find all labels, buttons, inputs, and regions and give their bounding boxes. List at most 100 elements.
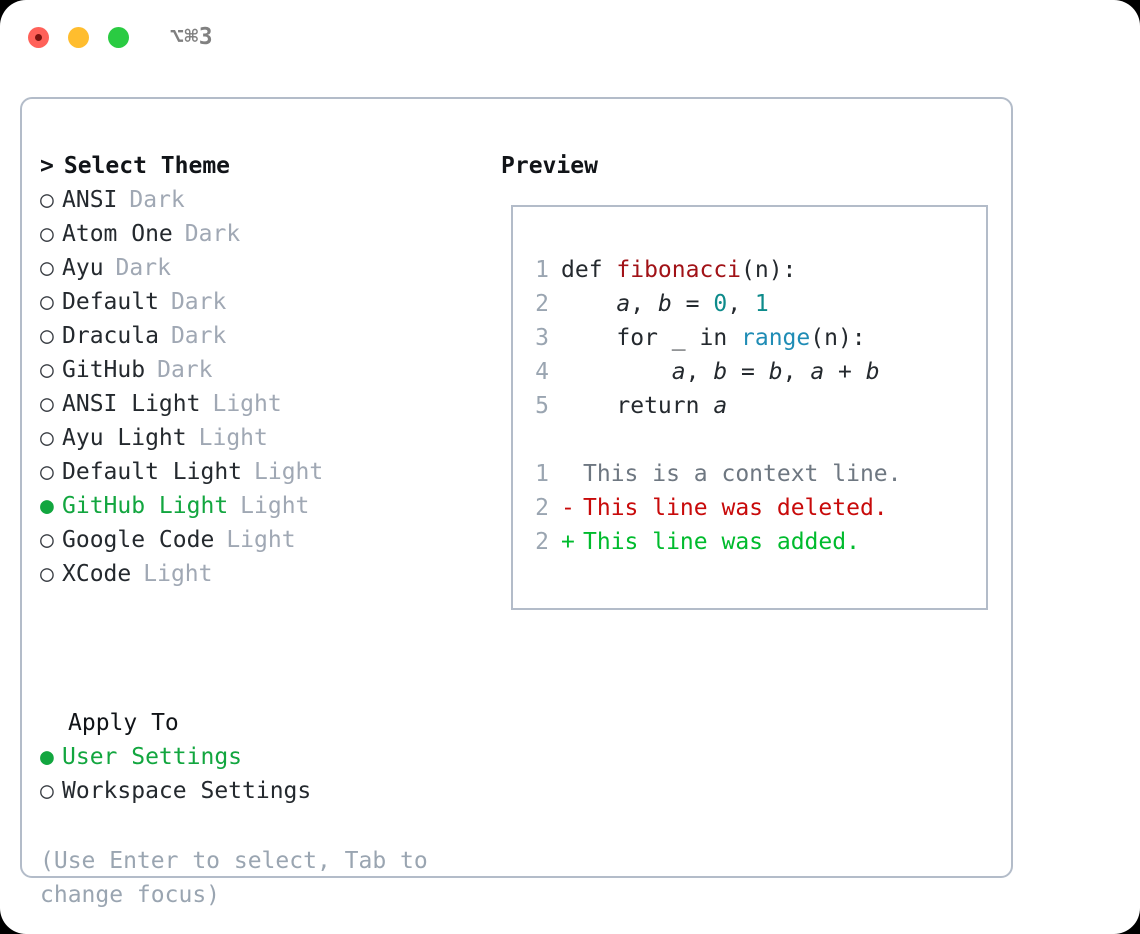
code-token: 0 bbox=[713, 291, 728, 317]
diff-marker: + bbox=[561, 529, 575, 555]
theme-variant-tag: Light bbox=[226, 527, 296, 553]
diff-line-number: 2 bbox=[535, 529, 549, 555]
radio-unselected-icon: ○ bbox=[40, 425, 54, 451]
theme-list-item[interactable]: ○ Dracula Dark bbox=[40, 319, 480, 353]
radio-unselected-icon: ○ bbox=[40, 527, 54, 553]
diff-line-number: 2 bbox=[535, 495, 549, 521]
theme-list-item[interactable]: ○ Atom One Dark bbox=[40, 217, 480, 251]
code-token: range bbox=[741, 325, 811, 351]
radio-unselected-icon: ○ bbox=[40, 459, 54, 485]
radio-unselected-icon: ○ bbox=[40, 778, 54, 804]
diff-text: This line was deleted. bbox=[583, 495, 888, 521]
apply-to-title: Apply To bbox=[68, 710, 179, 736]
code-line-number: 2 bbox=[535, 291, 549, 317]
code-diff-spacer bbox=[523, 423, 978, 457]
diff-line: 1 This is a context line. bbox=[523, 457, 978, 491]
code-token: 1 bbox=[754, 291, 769, 317]
code-token: a bbox=[616, 291, 631, 317]
theme-variant-tag: Dark bbox=[129, 187, 185, 213]
diff-sample: 1 This is a context line.2-This line was… bbox=[523, 457, 978, 559]
theme-variant-tag: Dark bbox=[170, 289, 227, 315]
code-line: 5 return a bbox=[523, 389, 978, 423]
apply-to-option-label: User Settings bbox=[62, 744, 243, 770]
diff-marker: - bbox=[561, 495, 575, 521]
code-token: , bbox=[727, 291, 755, 317]
code-line-number: 1 bbox=[535, 257, 549, 283]
radio-unselected-icon: ○ bbox=[40, 187, 54, 213]
preview-section: Preview bbox=[501, 149, 991, 183]
apply-to-group: Apply To ●User Settings ○ Workspace Settin… bbox=[40, 706, 480, 808]
apply-to-option[interactable]: ○ Workspace Settings bbox=[40, 774, 480, 808]
radio-unselected-icon: ○ bbox=[40, 323, 54, 349]
theme-name: Atom One bbox=[62, 221, 173, 247]
theme-name: GitHub Light bbox=[62, 493, 229, 519]
code-token: return bbox=[561, 393, 714, 419]
theme-name: GitHub bbox=[62, 357, 146, 383]
theme-variant-tag: Dark bbox=[157, 357, 213, 383]
close-window-button[interactable] bbox=[28, 27, 49, 48]
theme-variant-tag: Light bbox=[198, 425, 268, 451]
diff-text: This line was added. bbox=[583, 529, 860, 555]
code-token: , bbox=[782, 359, 811, 385]
theme-variant-tag: Dark bbox=[170, 323, 227, 349]
code-line-number: 3 bbox=[535, 325, 549, 351]
theme-variant-tag: Light bbox=[143, 561, 213, 587]
radio-unselected-icon: ○ bbox=[40, 221, 54, 247]
theme-name: Default bbox=[62, 289, 159, 315]
theme-name: Dracula bbox=[62, 323, 159, 349]
maximize-window-button[interactable] bbox=[108, 27, 129, 48]
code-token bbox=[561, 359, 672, 385]
preview-title: Preview bbox=[501, 153, 598, 179]
radio-unselected-icon: ○ bbox=[40, 357, 54, 383]
theme-list-item[interactable]: ○ XCode Light bbox=[40, 557, 480, 591]
apply-to-option[interactable]: ●User Settings bbox=[40, 740, 480, 774]
code-line-number: 4 bbox=[535, 359, 549, 385]
code-token: a bbox=[810, 359, 825, 385]
theme-variant-tag: Dark bbox=[184, 221, 241, 247]
keyboard-shortcut-label: ⌥⌘3 bbox=[170, 24, 214, 50]
theme-list-item[interactable]: ○ Default Dark bbox=[40, 285, 480, 319]
diff-line: 2 + This line was added. bbox=[523, 525, 978, 559]
theme-list-header-label: Select Theme bbox=[63, 153, 231, 179]
code-token: b bbox=[657, 291, 672, 317]
radio-unselected-icon: ○ bbox=[40, 289, 54, 315]
minimize-window-button[interactable] bbox=[68, 27, 89, 48]
diff-line-number: 1 bbox=[535, 461, 549, 487]
code-token bbox=[561, 291, 616, 317]
theme-variant-tag: Light bbox=[254, 459, 324, 485]
code-token: = bbox=[727, 359, 769, 385]
title-bar: ⌥⌘3 bbox=[0, 0, 1140, 76]
code-line: 3 for _ in range(n): bbox=[523, 321, 978, 355]
apply-to-option-label: Workspace Settings bbox=[62, 778, 312, 804]
radio-unselected-icon: ○ bbox=[40, 255, 54, 281]
theme-variant-tag: Light bbox=[212, 391, 282, 417]
code-token: b bbox=[768, 359, 783, 385]
code-token: + bbox=[824, 359, 866, 385]
code-line-number: 5 bbox=[535, 393, 549, 419]
theme-list-item[interactable]: ○ GitHub Dark bbox=[40, 353, 480, 387]
theme-variant-tag: Light bbox=[240, 493, 310, 519]
code-token: fibonacci bbox=[616, 257, 742, 283]
diff-line: 2-This line was deleted. bbox=[523, 491, 978, 525]
code-token: for _ in bbox=[561, 325, 742, 351]
theme-list-item[interactable]: ○ ANSI Dark bbox=[40, 183, 480, 217]
radio-unselected-icon: ○ bbox=[40, 391, 54, 417]
radio-selected-icon: ● bbox=[40, 493, 54, 519]
theme-variant-tag: Dark bbox=[115, 255, 171, 281]
theme-name: XCode bbox=[62, 561, 132, 587]
code-line: 2 a, b = 0, 1 bbox=[523, 287, 978, 321]
radio-unselected-icon: ○ bbox=[40, 561, 54, 587]
theme-list-item[interactable]: ● GitHub Light Light bbox=[40, 489, 480, 523]
code-token: = bbox=[671, 291, 714, 317]
theme-name: ANSI bbox=[62, 187, 118, 213]
code-token: , bbox=[685, 359, 714, 385]
